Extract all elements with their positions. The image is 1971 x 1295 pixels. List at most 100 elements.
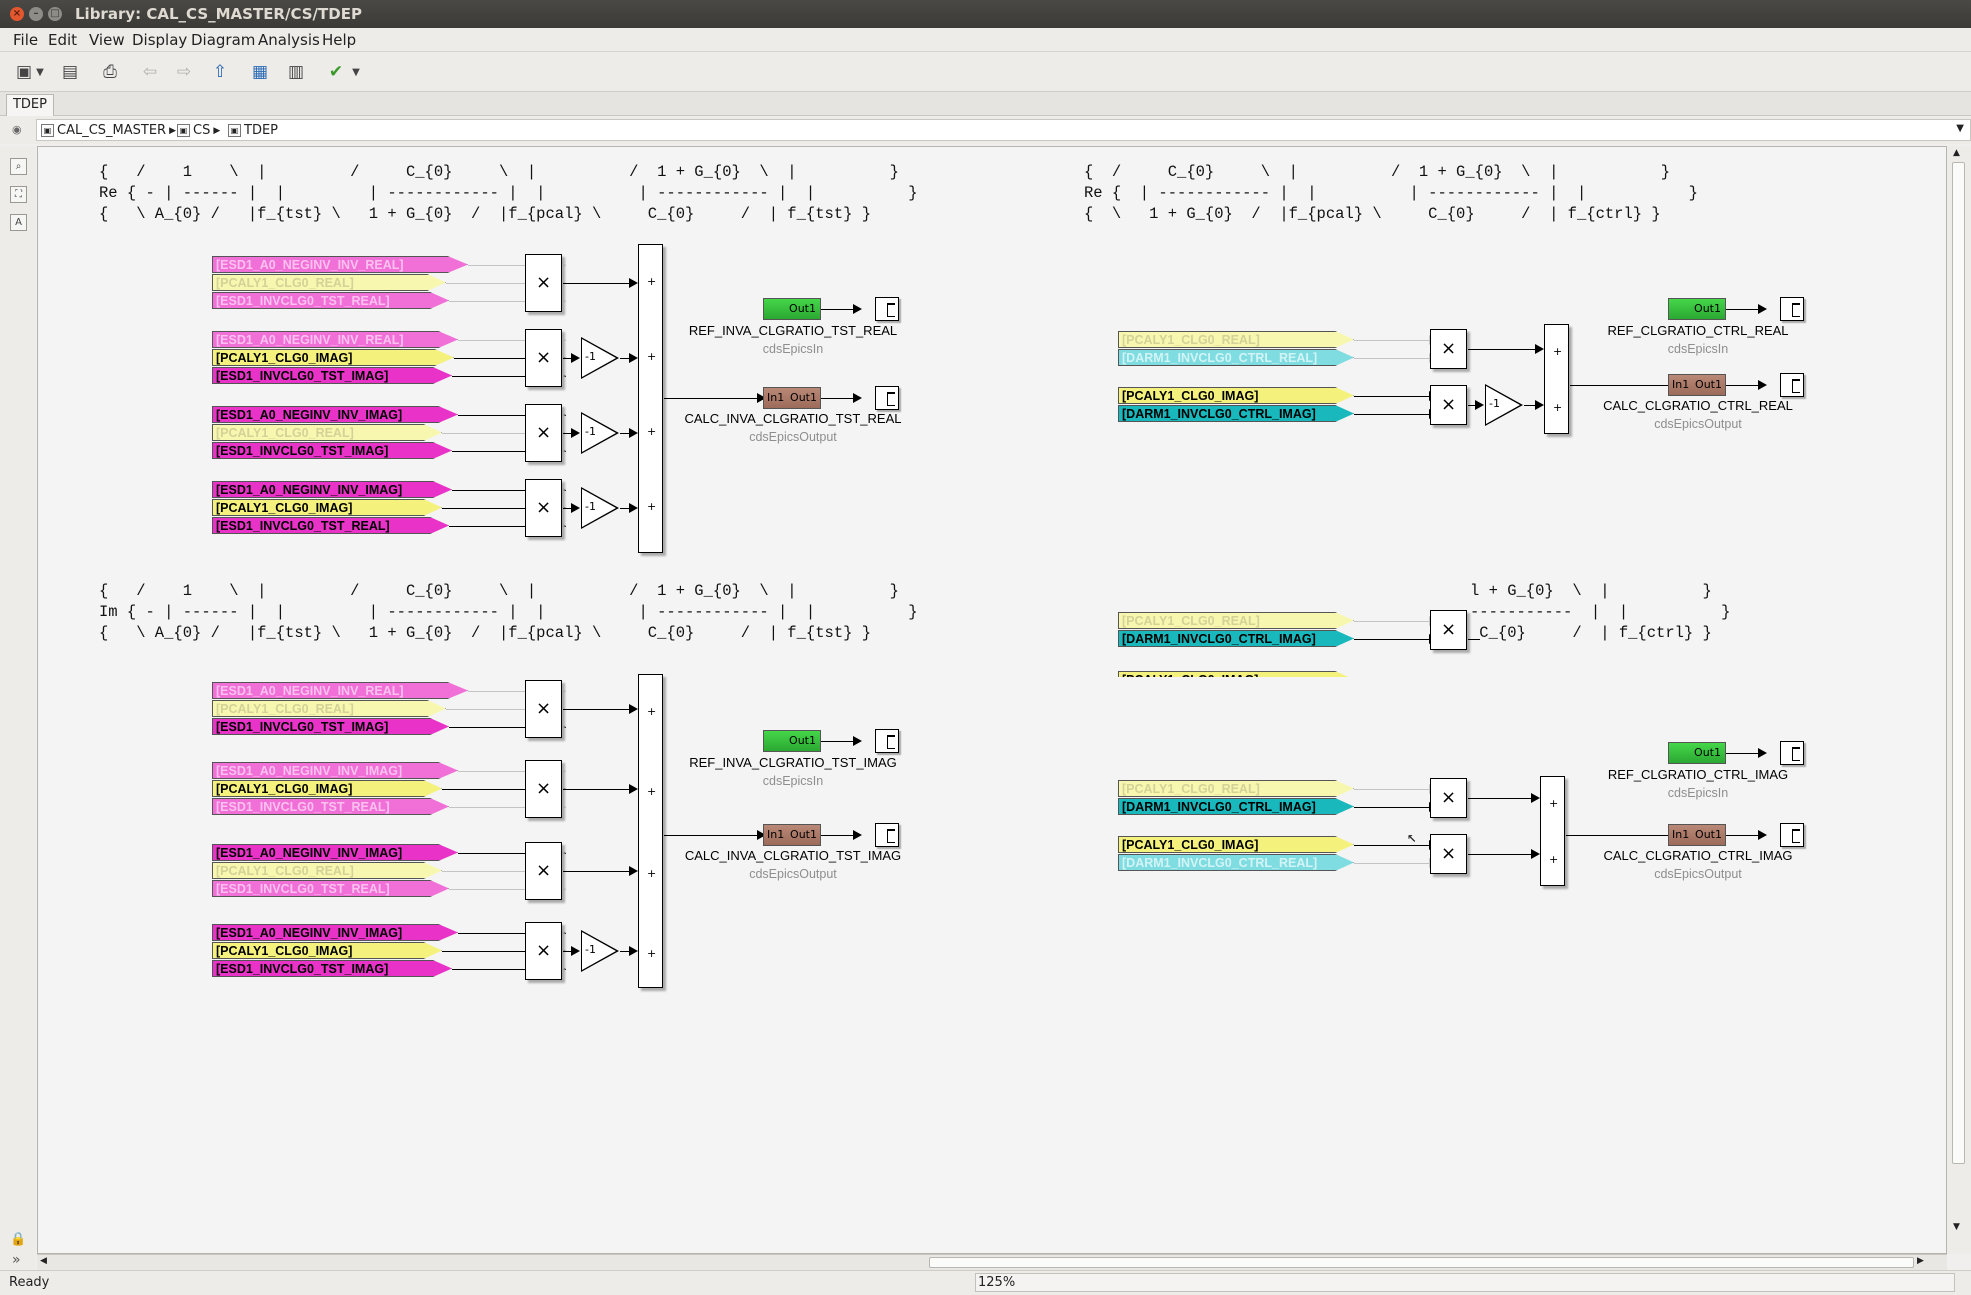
product-block[interactable]: × [525,922,562,980]
up-level-icon[interactable]: ⇧ [212,62,228,82]
diagram-canvas[interactable]: { / 1 \ | / C_{0} \ | / 1 + G_{0} \ | } … [37,146,1947,1254]
goto-tag[interactable]: [ESD1_A0_NEGINV_INV_REAL] [212,331,458,348]
check-dropdown-icon[interactable]: ▼ [352,66,360,78]
new-dropdown-icon[interactable]: ▼ [36,66,44,78]
scroll-up-icon[interactable]: ▲ [1953,148,1960,158]
library-browser-icon[interactable]: ▦ [251,62,269,82]
goto-tag[interactable]: [PCALY1_CLG0_IMAG] [1118,387,1354,404]
product-block[interactable]: × [1430,834,1467,874]
new-model-icon[interactable]: ▣ [15,62,33,82]
product-block[interactable]: × [525,680,562,738]
terminator-block[interactable] [1780,741,1804,765]
product-block[interactable]: × [525,760,562,818]
maximize-window-button[interactable]: □ [48,7,62,21]
epics-in-block[interactable]: Out1 [1668,298,1726,320]
check-model-icon[interactable]: ✔ [328,62,344,82]
goto-tag[interactable]: [ESD1_A0_NEGINV_INV_IMAG] [212,844,458,861]
epics-in-block[interactable]: Out1 [763,730,821,752]
scroll-down-icon[interactable]: ▼ [1953,1222,1960,1232]
breadcrumb-cal-cs-master[interactable]: ▣CAL_CS_MASTER▶ [41,123,176,138]
scroll-left-icon[interactable]: ◀ [40,1256,47,1266]
sum-block[interactable]: ++++ [638,244,663,553]
annotation-icon[interactable]: A [10,214,27,231]
menu-view[interactable]: View [89,31,125,49]
expand-icon[interactable]: » [12,1252,21,1268]
goto-tag[interactable]: [DARM1_INVCLG0_CTRL_IMAG] [1118,798,1354,815]
fit-view-icon[interactable]: ⛶ [10,186,27,203]
goto-tag[interactable]: [PCALY1_CLG0_IMAG] [1118,671,1354,677]
goto-tag[interactable]: [PCALY1_CLG0_IMAG] [212,349,454,366]
goto-tag[interactable]: [ESD1_INVCLG0_TST_IMAG] [212,442,452,459]
goto-tag[interactable]: [ESD1_A0_NEGINV_INV_IMAG] [212,406,458,423]
vertical-scrollbar[interactable]: ▲ ▼ [1947,146,1971,1254]
save-icon[interactable]: ▤ [61,62,79,82]
goto-tag[interactable]: [PCALY1_CLG0_REAL] [212,700,446,717]
goto-tag[interactable]: [ESD1_A0_NEGINV_INV_REAL] [212,256,468,273]
goto-tag[interactable]: [ESD1_INVCLG0_TST_REAL] [212,292,449,309]
goto-tag[interactable]: [PCALY1_CLG0_IMAG] [1118,836,1354,853]
horizontal-scrollbar[interactable]: ◀ ▶ [37,1254,1947,1270]
product-block[interactable]: × [1430,778,1467,818]
epics-in-block[interactable]: Out1 [1668,742,1726,764]
goto-tag[interactable]: [PCALY1_CLG0_REAL] [1118,780,1354,797]
breadcrumb-dropdown-icon[interactable]: ▼ [1956,123,1964,134]
goto-tag[interactable]: [ESD1_A0_NEGINV_INV_REAL] [212,682,468,699]
product-block[interactable]: × [525,404,562,462]
scroll-right-icon[interactable]: ▶ [1917,1256,1924,1266]
epics-in-block[interactable]: Out1 [763,298,821,320]
horizontal-scroll-thumb[interactable] [929,1257,1914,1268]
breadcrumb-cs[interactable]: ▣CS▶ [177,123,220,138]
minimize-window-button[interactable]: – [29,7,43,21]
goto-tag[interactable]: [DARM1_INVCLG0_CTRL_REAL] [1118,854,1354,871]
goto-tag[interactable]: [DARM1_INVCLG0_CTRL_IMAG] [1118,405,1354,422]
terminator-block[interactable] [875,729,899,753]
product-block[interactable]: × [525,254,562,312]
goto-tag[interactable]: [ESD1_INVCLG0_TST_IMAG] [212,367,452,384]
goto-tag[interactable]: [ESD1_INVCLG0_TST_REAL] [212,880,449,897]
product-block[interactable]: × [525,842,562,900]
terminator-block[interactable] [1780,297,1804,321]
terminator-block[interactable] [1780,373,1804,397]
print-icon[interactable]: ⎙ [103,62,117,82]
goto-tag[interactable]: [ESD1_INVCLG0_TST_IMAG] [212,960,452,977]
forward-icon[interactable]: ⇨ [176,62,192,82]
product-block[interactable]: × [1430,385,1467,425]
product-block[interactable]: × [525,329,562,387]
model-explorer-icon[interactable]: ▥ [287,62,305,82]
goto-tag[interactable]: [DARM1_INVCLG0_CTRL_IMAG] [1118,630,1354,647]
goto-tag[interactable]: [ESD1_A0_NEGINV_INV_IMAG] [212,762,458,779]
goto-tag[interactable]: [PCALY1_CLG0_REAL] [1118,331,1354,348]
goto-tag[interactable]: [PCALY1_CLG0_REAL] [1118,612,1354,629]
goto-tag[interactable]: [PCALY1_CLG0_IMAG] [212,780,442,797]
goto-tag[interactable]: [PCALY1_CLG0_REAL] [212,274,446,291]
tab-tdep[interactable]: TDEP [6,94,54,116]
product-block[interactable]: × [1430,329,1467,369]
goto-tag[interactable]: [ESD1_INVCLG0_TST_REAL] [212,517,449,534]
terminator-block[interactable] [875,823,899,847]
menu-diagram[interactable]: Diagram [191,31,256,49]
menu-edit[interactable]: Edit [48,31,78,49]
goto-tag[interactable]: [PCALY1_CLG0_REAL] [212,862,442,879]
goto-tag[interactable]: [PCALY1_CLG0_IMAG] [212,499,442,516]
terminator-block[interactable] [1780,823,1804,847]
menu-analysis[interactable]: Analysis [258,31,320,49]
sum-block[interactable]: ++ [1540,776,1565,886]
hide-browser-icon[interactable]: ◉ [12,123,22,136]
menu-display[interactable]: Display [132,31,188,49]
vertical-scroll-thumb[interactable] [1952,162,1965,1164]
breadcrumb-tdep[interactable]: ▣TDEP [228,123,278,138]
sum-block[interactable]: ++ [1544,324,1569,434]
terminator-block[interactable] [875,297,899,321]
terminator-block[interactable] [875,386,899,410]
goto-tag[interactable]: [ESD1_INVCLG0_TST_IMAG] [212,718,449,735]
goto-tag[interactable]: [ESD1_INVCLG0_TST_REAL] [212,798,449,815]
sum-block[interactable]: ++++ [638,674,663,988]
close-window-button[interactable]: × [10,7,24,21]
menu-help[interactable]: Help [322,31,357,49]
goto-tag[interactable]: [PCALY1_CLG0_REAL] [212,424,442,441]
back-icon[interactable]: ⇦ [142,62,158,82]
